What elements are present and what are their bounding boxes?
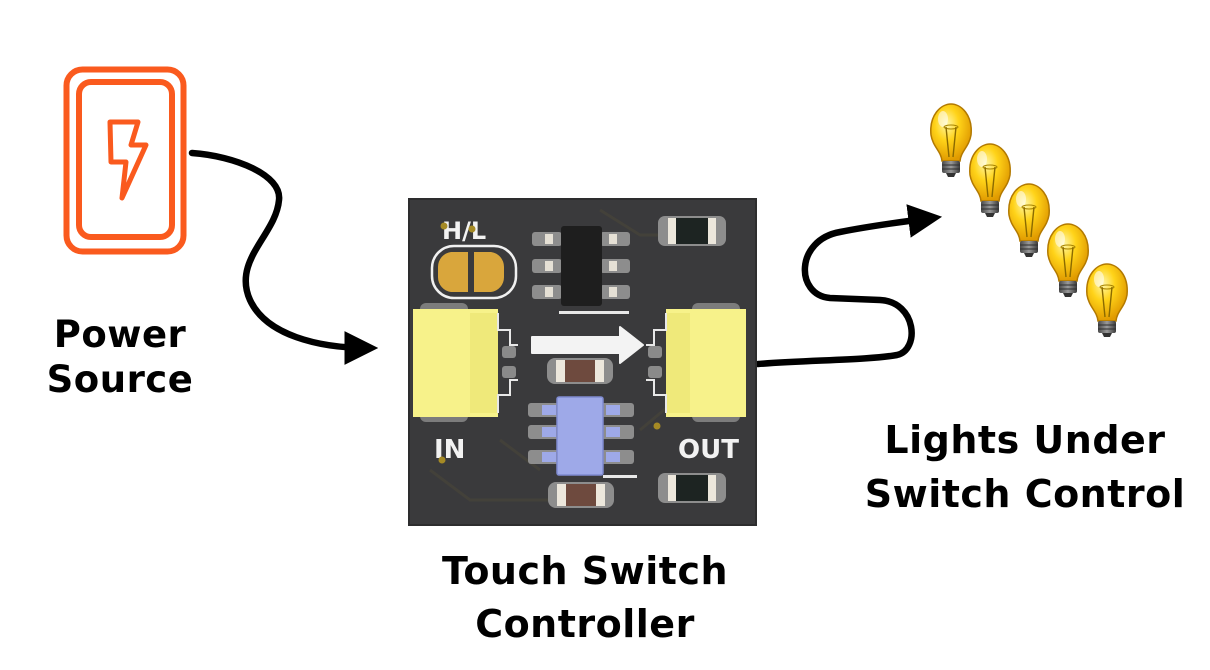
power-source-label: Power Source — [20, 312, 220, 402]
edge-source-to-controller — [188, 149, 379, 365]
silkscreen-flow-arrow — [531, 326, 644, 364]
label-line: Controller — [475, 602, 695, 647]
controller-label: Touch Switch Controller — [420, 545, 750, 651]
light-bulb-icon — [930, 103, 972, 178]
silkscreen-output: OUT — [678, 435, 739, 465]
resistor-bottom — [548, 482, 614, 508]
lights-group — [930, 103, 1128, 338]
label-line: Source — [46, 358, 194, 402]
ic-bottom — [528, 396, 637, 478]
light-bulb-icon — [1047, 223, 1089, 298]
smd-diode-bottom — [658, 473, 726, 503]
connector-out: OUT — [646, 303, 746, 465]
light-bulb-icon — [969, 143, 1011, 218]
light-bulb-icon — [1086, 263, 1128, 338]
battery-bolt-icon — [63, 66, 187, 255]
light-bulb-icon — [1008, 183, 1050, 258]
connector-in: IN — [413, 303, 518, 465]
label-line: Switch Control — [864, 471, 1186, 516]
label-line: Lights Under — [884, 418, 1166, 462]
lights-label: Lights Under Switch Control — [845, 414, 1205, 522]
mode-jumper: H/L — [430, 217, 518, 300]
edge-controller-to-lights — [754, 204, 943, 368]
label-line: Touch Switch — [441, 549, 729, 593]
smd-diode-top — [658, 216, 726, 246]
silkscreen-mode-jumper: H/L — [442, 217, 486, 245]
pcb-board: H/L — [408, 198, 757, 526]
ic-top — [532, 226, 630, 314]
resistor-center — [547, 358, 613, 384]
label-line: Power — [53, 313, 187, 356]
